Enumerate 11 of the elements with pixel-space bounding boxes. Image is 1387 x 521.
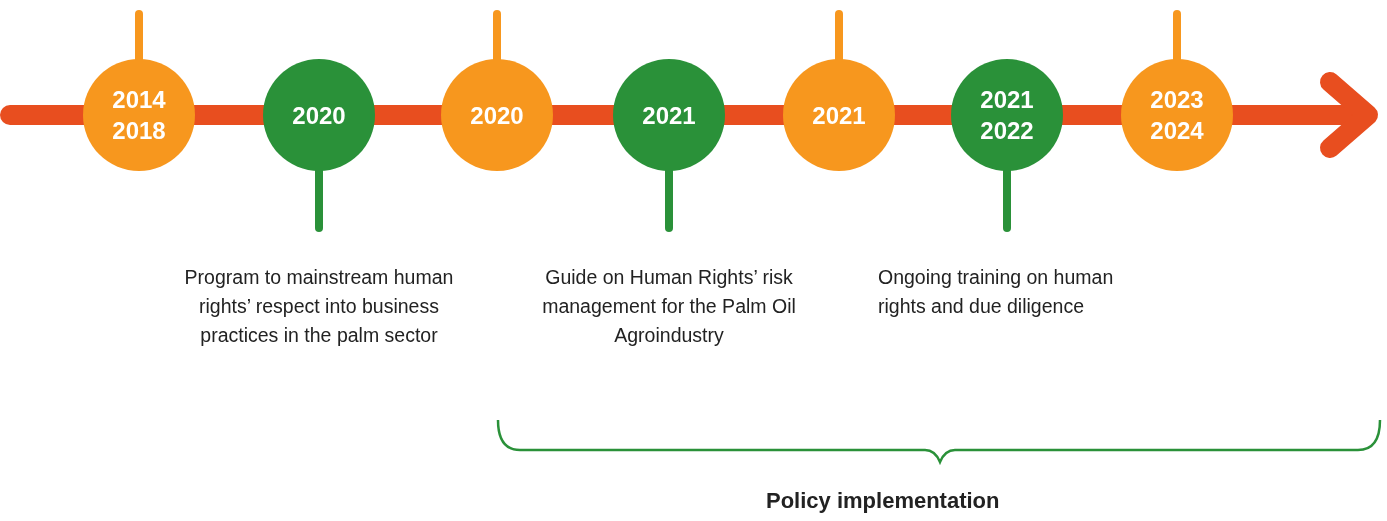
description-text: Ongoing training on human rights and due diligence — [878, 265, 1115, 319]
year-label: 2023 2024 — [1149, 85, 1205, 146]
year-label: 2021 — [811, 100, 867, 131]
year-label: 2014 2018 — [111, 85, 167, 146]
description-text: Program to mainstream human rights’ respect into business practices in the palm sector — [183, 265, 455, 348]
year-label: 2020 — [469, 100, 525, 131]
year-label: 2021 — [641, 100, 697, 131]
year-label: 2020 — [291, 100, 347, 131]
description-text: Guide on Human Rights’ risk management for the Palm Oil Agroindustry — [541, 265, 797, 348]
bracket-label: Policy implementation — [766, 488, 1000, 514]
year-label: 2021 2022 — [979, 85, 1035, 146]
